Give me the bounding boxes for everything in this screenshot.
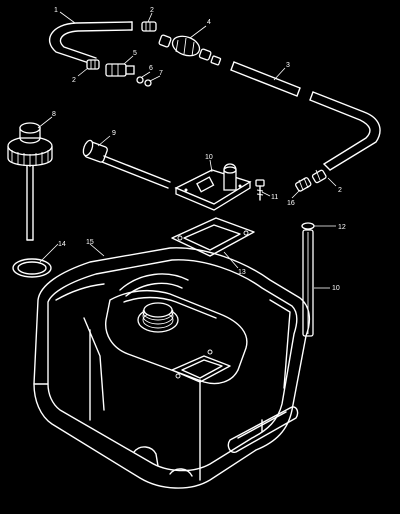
leader-lines [37,11,337,289]
callout-12: 12 [338,224,346,231]
o-ring-part-7 [144,79,152,87]
callout-2-top: 2 [150,7,154,14]
primer-fitting-part-4 [158,34,222,66]
callout-4: 4 [207,19,211,26]
callout-3: 3 [286,62,290,69]
hose-fitting-part-2-right [311,169,327,184]
seal-part-12 [301,222,315,230]
callout-2-left: 2 [72,77,76,84]
fuel-gauge-assembly-part-10 [174,163,252,211]
pickup-tube-part-10 [302,229,314,337]
callout-7: 7 [159,70,163,77]
hose-fitting-part-2-left [86,59,100,70]
callout-14: 14 [58,241,66,248]
fuel-tank-part-15 [33,247,311,489]
pickup-tube-part-9 [82,139,171,189]
callout-5: 5 [133,50,137,57]
connector-part-5 [105,63,135,77]
callout-1: 1 [54,7,58,14]
callout-9: 9 [112,130,116,137]
fitting-part-16 [295,177,312,192]
fuel-cap-part-8 [7,122,53,241]
screw-part-11 [255,179,265,201]
callout-13: 13 [238,269,246,276]
callout-16: 16 [287,200,295,207]
fuel-hose-part-1 [49,21,133,65]
callout-11: 11 [271,194,278,201]
gasket-part-13 [171,217,255,257]
callout-6: 6 [149,65,153,72]
hose-fitting-part-2-top [141,21,157,32]
callout-labels: 1 2 2 2 3 4 5 6 7 8 9 10 10 11 12 13 14 … [52,7,346,292]
gasket-ring-part-14 [12,258,52,278]
callout-15: 15 [86,239,94,246]
callout-2-right: 2 [338,187,342,194]
callout-10-gauge: 10 [205,154,213,161]
callout-8: 8 [52,111,56,118]
callout-10-tube: 10 [332,285,340,292]
o-ring-part-6 [136,76,144,84]
fuel-hose-part-3 [230,61,381,171]
